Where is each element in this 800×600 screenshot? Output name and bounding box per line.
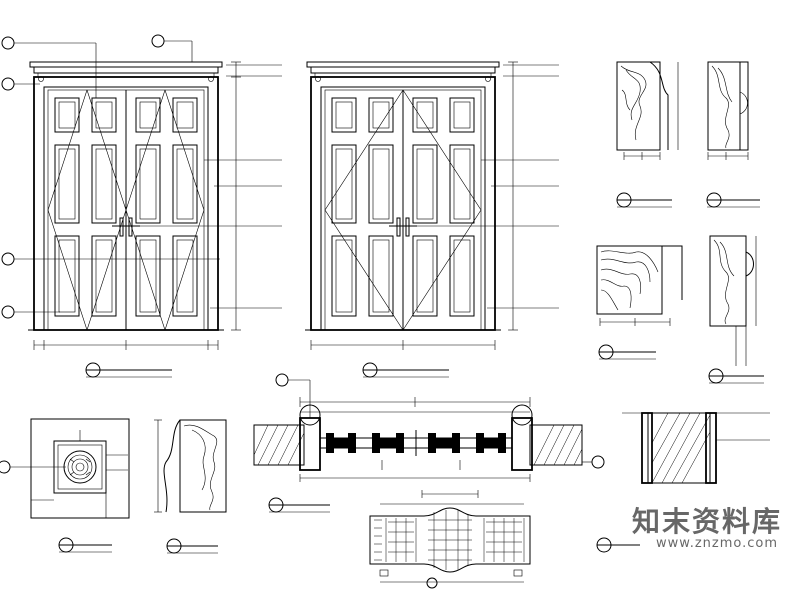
detail-1: [616, 61, 679, 208]
panel-section: [369, 490, 531, 589]
front-elevation: [1, 34, 282, 378]
detail-3: [596, 245, 683, 360]
partial-section: [596, 412, 770, 553]
moulding-detail: [154, 419, 227, 554]
detail-2: [706, 61, 760, 208]
rosette-detail: [0, 418, 130, 553]
rear-elevation: [305, 61, 559, 378]
plan-section: [253, 373, 605, 513]
detail-4: [708, 235, 764, 384]
